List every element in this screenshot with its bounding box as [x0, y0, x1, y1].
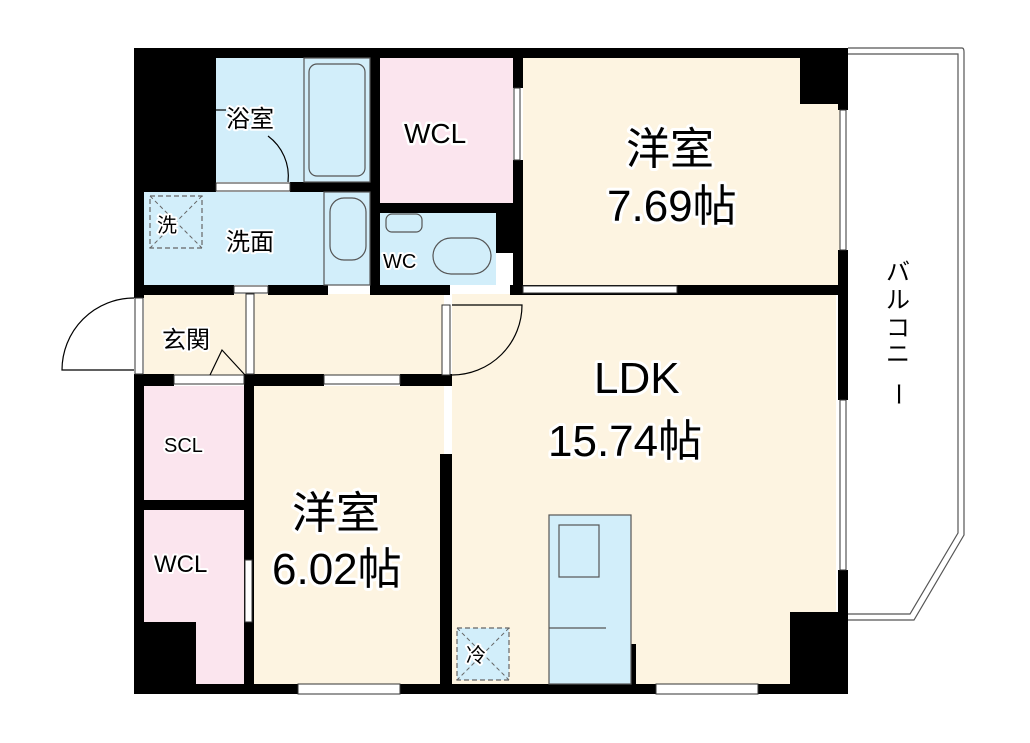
ldk-floor [452, 294, 836, 684]
scl-floor [144, 386, 246, 500]
fixtures [149, 57, 632, 685]
vanity-basin [329, 197, 367, 261]
room-floors [144, 58, 841, 684]
bathtub-inner [308, 63, 366, 177]
window-top-right-2 [839, 399, 847, 571]
entrance-door-opening [134, 297, 144, 375]
room-labels: 浴室 WCL 洋室 7.69帖 洗 洗面 WC 玄関 LDK 15.74帖 冷 … [152, 104, 913, 669]
scl-door [173, 374, 245, 385]
western-room-1-label: 洋室 [626, 125, 714, 174]
hall-divider [245, 293, 255, 375]
western-room-1-floor [523, 58, 841, 286]
toilet-bowl [432, 237, 492, 275]
entrance-hall-floor [144, 294, 444, 378]
wcl-top-label: WCL [404, 118, 466, 149]
wcl-bottom-door [244, 559, 253, 623]
svg-text:バ: バ [886, 259, 910, 286]
svg-text:ル: ル [886, 287, 910, 314]
walls [134, 48, 848, 694]
svg-text:ー: ー [884, 382, 911, 406]
svg-text:コ: コ [886, 315, 910, 342]
wcl-top-door [513, 87, 521, 161]
window-bottom-2 [655, 683, 759, 695]
hall-ldk-door [441, 304, 451, 376]
western-room-2-floor [254, 386, 444, 684]
toilet-label: WC [383, 251, 416, 273]
bathroom-door-opening [215, 182, 291, 192]
fridge-label: 冷 [466, 644, 486, 667]
washer-label: 洗 [157, 214, 177, 237]
svg-text:ニ: ニ [886, 341, 910, 368]
ldk-label: LDK [594, 354, 680, 403]
western1-door [522, 285, 678, 294]
openings [134, 87, 847, 695]
wcl-top-floor [380, 58, 513, 203]
scl-label: SCL [164, 435, 203, 457]
western-room-2-label: 洋室 [292, 489, 380, 538]
entrance-label: 玄関 [162, 327, 210, 354]
toilet-basin-sink [385, 213, 423, 233]
washer-space [149, 195, 203, 249]
washroom-label: 洗面 [226, 229, 274, 256]
bathroom-label: 浴室 [226, 106, 274, 133]
door-swings [61, 109, 523, 376]
ldk-size: 15.74帖 [548, 417, 702, 466]
western2-door [323, 374, 401, 385]
kitchen-sink [558, 524, 600, 578]
western-room-1-size: 7.69帖 [607, 182, 737, 231]
balcony-label: バ ル コ ニ ー [882, 257, 913, 408]
hall-door-1 [233, 285, 269, 294]
window-bottom-1 [297, 683, 401, 695]
western-room-2-size: 6.02帖 [272, 545, 402, 594]
window-top-right-1 [839, 109, 847, 251]
wcl-bottom-label: WCL [154, 551, 207, 578]
balcony [848, 47, 965, 621]
